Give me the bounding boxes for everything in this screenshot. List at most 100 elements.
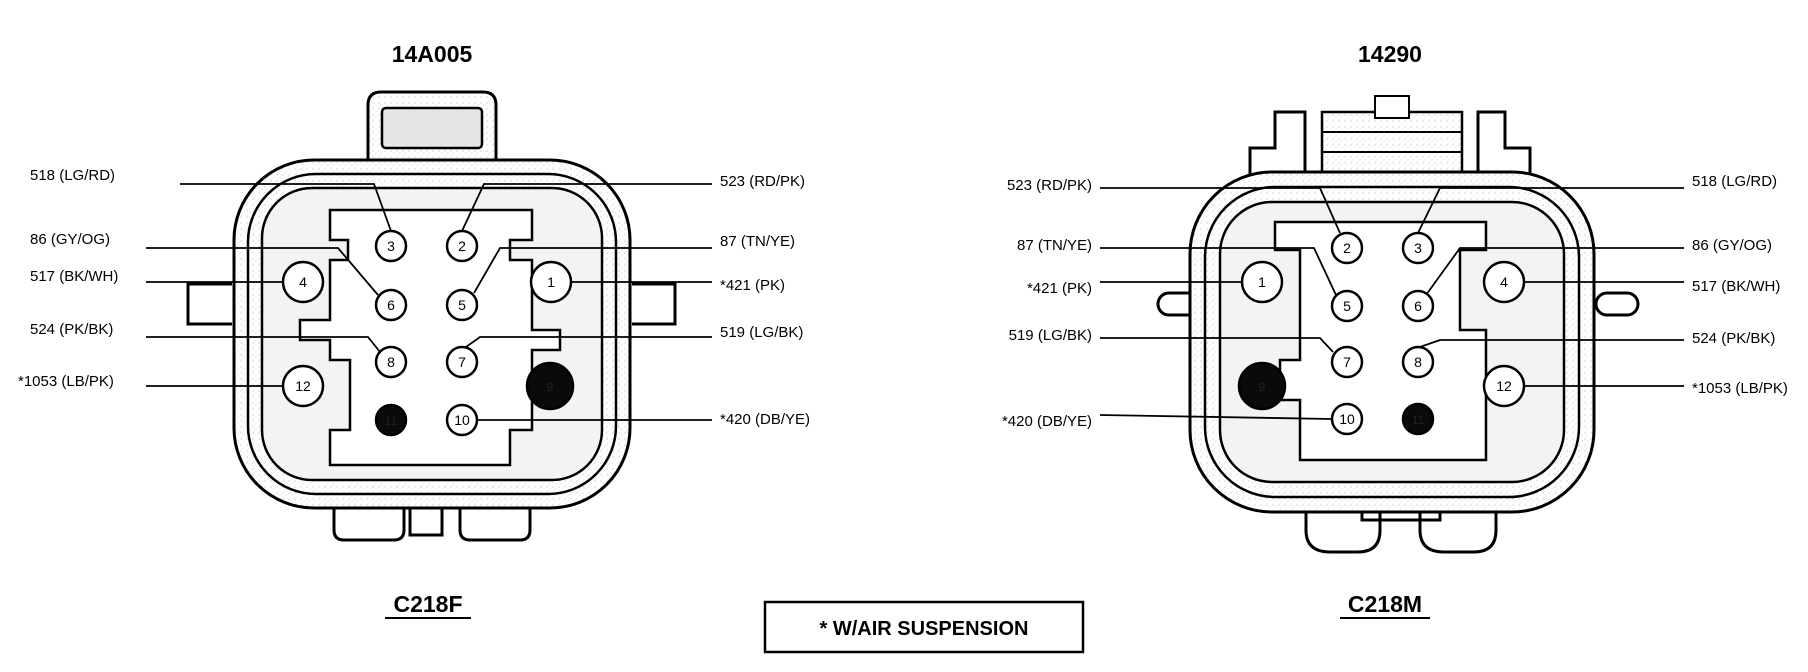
- side-tab-left-outer: [186, 282, 232, 326]
- wire-label-c218m-pin-10: *420 (DB/YE): [1002, 413, 1092, 430]
- leader-line-c218m-pin-5: [1100, 247, 1337, 296]
- wire-label-c218m-pin-6: 86 (GY/OG): [1692, 237, 1772, 254]
- pin-number-c218m-10: 10: [1339, 411, 1355, 427]
- pin-c218m-7: [1330, 345, 1364, 379]
- pin-number-c218f-11: 11: [385, 414, 398, 428]
- wire-label-c218f-pin-5: 87 (TN/YE): [720, 233, 795, 250]
- connector-name-left: C218F: [393, 591, 462, 617]
- wire-label-c218f-pin-3: 518 (LG/RD): [30, 167, 115, 184]
- pin-number-c218m-4: 4: [1500, 274, 1508, 290]
- wire-label-c218m-pin-4: 517 (BK/WH): [1692, 278, 1780, 295]
- pin-number-c218m-3: 3: [1414, 240, 1422, 256]
- pin-number-c218f-2: 2: [458, 238, 466, 254]
- wire-label-c218f-pin-7: 519 (LG/BK): [720, 324, 803, 341]
- pin-number-c218m-5: 5: [1343, 298, 1351, 314]
- pin-number-c218f-5: 5: [458, 297, 466, 313]
- pin-number-c218m-2: 2: [1343, 240, 1351, 256]
- note-box: [763, 600, 1085, 654]
- pin-c218m-9: [1237, 361, 1287, 411]
- wire-label-c218f-pin-8: 524 (PK/BK): [30, 321, 113, 338]
- pin-c218m-4: [1482, 260, 1526, 304]
- latch-left: [366, 90, 498, 160]
- wire-label-c218m-pin-8: 524 (PK/BK): [1692, 330, 1775, 347]
- part-number-left: 14A005: [392, 41, 473, 67]
- part-number-right: 14290: [1358, 41, 1422, 67]
- pin-c218f-11: [374, 403, 408, 437]
- leader-line-c218f-pin-6: [146, 247, 379, 296]
- pin-number-c218f-4: 4: [299, 274, 307, 290]
- bottom-tabs-left: [332, 503, 532, 542]
- leader-line-c218m-pin-2: [1100, 187, 1341, 234]
- pin-c218f-12: [281, 364, 325, 408]
- pin-c218m-3: [1401, 231, 1435, 265]
- insert-outline-right: [1273, 220, 1488, 462]
- side-oval-right: [1594, 291, 1640, 317]
- pin-number-c218m-8: 8: [1414, 354, 1422, 370]
- pin-number-c218m-6: 6: [1414, 298, 1422, 314]
- top-housing-right: [1248, 95, 1532, 176]
- wire-label-c218m-pin-5: 87 (TN/YE): [1017, 237, 1092, 254]
- pin-c218m-10: [1330, 402, 1364, 436]
- pin-c218f-8: [374, 345, 408, 379]
- wire-label-c218f-pin-6: 86 (GY/OG): [30, 231, 110, 248]
- wire-label-c218m-pin-1: *421 (PK): [1027, 280, 1092, 297]
- leader-line-c218f-pin-2: [461, 183, 712, 232]
- pin-c218f-2: [445, 229, 479, 263]
- connector-name-right: C218M: [1348, 591, 1422, 617]
- note-text: * W/AIR SUSPENSION: [820, 618, 1029, 640]
- pin-c218f-4: [281, 260, 325, 304]
- leader-line-c218f-pin-5: [473, 247, 712, 294]
- wire-label-c218m-pin-7: 519 (LG/BK): [1009, 327, 1092, 344]
- insert-outline-left: [298, 208, 562, 467]
- pin-number-c218m-1: 1: [1258, 274, 1266, 290]
- wire-label-c218f-pin-2: 523 (RD/PK): [720, 173, 805, 190]
- pin-c218m-8: [1401, 345, 1435, 379]
- legend-note: * W/AIR SUSPENSION: [763, 600, 1085, 654]
- pin-number-c218f-8: 8: [387, 354, 395, 370]
- pin-c218f-10: [445, 403, 479, 437]
- leader-line-c218m-pin-7: [1100, 337, 1334, 353]
- pin-c218f-6: [374, 288, 408, 322]
- leader-line-c218m-pin-8: [1419, 339, 1684, 348]
- shell-mid-right: [1203, 185, 1581, 499]
- pin-c218f-5: [445, 288, 479, 322]
- pin-number-c218f-6: 6: [387, 297, 395, 313]
- pin-c218m-5: [1330, 289, 1364, 323]
- leader-line-c218f-pin-7: [465, 336, 712, 348]
- pin-c218m-1: [1240, 260, 1284, 304]
- pin-c218f-3: [374, 229, 408, 263]
- wire-label-c218m-pin-2: 523 (RD/PK): [1007, 177, 1092, 194]
- wire-label-c218f-pin-4: 517 (BK/WH): [30, 268, 118, 285]
- side-tab-right-outer: [632, 282, 677, 326]
- wire-label-c218f-pin-12: *1053 (LB/PK): [18, 373, 114, 390]
- pin-c218m-12: [1482, 364, 1526, 408]
- pin-number-c218m-7: 7: [1343, 354, 1351, 370]
- connector-c218m: 14290: [1156, 41, 1640, 554]
- pin-c218f-9: [525, 361, 575, 411]
- leader-line-c218m-pin-6: [1425, 247, 1684, 296]
- pin-c218m-2: [1330, 231, 1364, 265]
- pin-number-c218m-12: 12: [1496, 378, 1512, 394]
- pin-number-c218m-9: 9: [1259, 380, 1266, 394]
- pin-number-c218f-7: 7: [458, 354, 466, 370]
- pin-number-c218f-9: 9: [547, 380, 554, 394]
- pin-number-c218m-11: 11: [1412, 413, 1425, 427]
- shell-mid-left: [246, 172, 618, 496]
- pin-number-c218f-12: 12: [295, 378, 311, 394]
- wire-label-c218m-pin-12: *1053 (LB/PK): [1692, 380, 1788, 397]
- connector-c218f: 14A005: [186, 41, 677, 542]
- leader-line-c218m-pin-3: [1417, 187, 1684, 234]
- leader-line-c218m-pin-10: [1099, 414, 1333, 420]
- pin-c218m-6: [1401, 289, 1435, 323]
- pin-number-c218f-10: 10: [454, 412, 470, 428]
- wire-label-c218f-pin-10: *420 (DB/YE): [720, 411, 810, 428]
- pin-number-c218f-1: 1: [547, 274, 555, 290]
- leader-line-c218f-pin-3: [180, 183, 392, 232]
- pin-number-c218f-3: 3: [387, 238, 395, 254]
- pin-c218f-7: [445, 345, 479, 379]
- leader-line-c218f-pin-8: [146, 336, 381, 353]
- pin-c218m-11: [1401, 402, 1435, 436]
